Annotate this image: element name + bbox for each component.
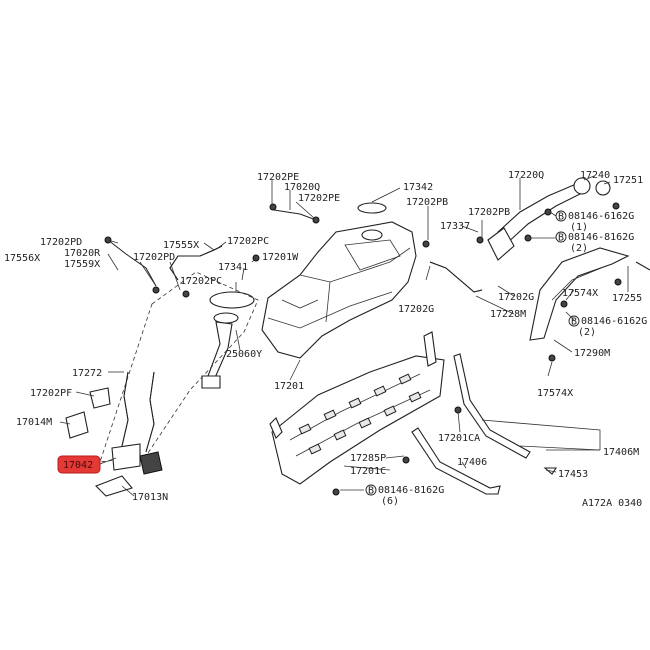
label-17202PB-a[interactable]: 17202PB bbox=[406, 197, 448, 208]
label-17574X-b[interactable]: 17574X bbox=[537, 388, 573, 399]
label-17555X[interactable]: 17555X bbox=[163, 240, 199, 251]
label-17202PB-b[interactable]: 17202PB bbox=[468, 207, 510, 218]
fuel-hoses[interactable] bbox=[107, 209, 483, 293]
label-25060Y[interactable]: 25060Y bbox=[226, 349, 262, 360]
bolt-marker: B bbox=[558, 212, 564, 223]
bolt-08146-8162G-a[interactable]: B 08146-8162G (2) bbox=[555, 231, 634, 254]
label-17202PC-a[interactable]: 17202PC bbox=[227, 236, 269, 247]
label-17406M[interactable]: 17406M bbox=[603, 447, 639, 458]
label-17202PE-b[interactable]: 17202PE bbox=[298, 193, 340, 204]
label-17042: 17042 bbox=[63, 460, 93, 471]
qty-08146-6162G-b: (2) bbox=[578, 327, 596, 338]
label-08146-6162G-b: 08146-6162G bbox=[581, 316, 647, 327]
bolt-08146-8162G-b[interactable]: B 08146-8162G (6) bbox=[365, 484, 444, 507]
label-17559X[interactable]: 17559X bbox=[64, 259, 100, 270]
label-17202G-a[interactable]: 17202G bbox=[398, 304, 434, 315]
label-17202PD-b[interactable]: 17202PD bbox=[133, 252, 175, 263]
label-17013N[interactable]: 17013N bbox=[132, 492, 168, 503]
bolt-08146-6162G-a[interactable]: B 08146-6162G (1) bbox=[555, 210, 634, 233]
bolt-marker: B bbox=[368, 486, 374, 497]
label-17201C[interactable]: 17201C bbox=[350, 466, 386, 477]
filler-tube-assembly[interactable] bbox=[487, 177, 650, 341]
label-17406[interactable]: 17406 bbox=[457, 457, 487, 468]
label-17290M[interactable]: 17290M bbox=[574, 348, 610, 359]
label-17202PD-a[interactable]: 17202PD bbox=[40, 237, 82, 248]
label-17337[interactable]: 17337 bbox=[440, 221, 470, 232]
fuel-tank[interactable] bbox=[261, 221, 417, 359]
assembly-box bbox=[99, 271, 259, 463]
label-17341[interactable]: 17341 bbox=[218, 262, 248, 273]
part-labels: 17202PE 17020Q 17202PE 17342 17202PB 172… bbox=[4, 170, 647, 509]
label-17228M[interactable]: 17228M bbox=[490, 309, 526, 320]
leader-lines bbox=[59, 175, 629, 497]
label-08146-8162G-b: 08146-8162G bbox=[378, 485, 444, 496]
label-17272[interactable]: 17272 bbox=[72, 368, 102, 379]
label-08146-8162G-a: 08146-8162G bbox=[568, 232, 634, 243]
label-17574X-a[interactable]: 17574X bbox=[562, 288, 598, 299]
pump-bracket-parts[interactable] bbox=[65, 387, 163, 497]
label-17220Q[interactable]: 17220Q bbox=[508, 170, 544, 181]
label-17556X[interactable]: 17556X bbox=[4, 253, 40, 264]
label-17453[interactable]: 17453 bbox=[558, 469, 588, 480]
tank-straps[interactable] bbox=[411, 353, 531, 495]
bolt-08146-6162G-b[interactable]: B 08146-6162G (2) bbox=[568, 315, 647, 338]
label-17202PE-a[interactable]: 17202PE bbox=[257, 172, 299, 183]
label-17255[interactable]: 17255 bbox=[612, 293, 642, 304]
filler-hoses-17272[interactable] bbox=[121, 371, 155, 453]
label-17201CA[interactable]: 17201CA bbox=[438, 433, 480, 444]
label-17014M[interactable]: 17014M bbox=[16, 417, 52, 428]
label-17202PC-b[interactable]: 17202PC bbox=[180, 276, 222, 287]
label-17202PF[interactable]: 17202PF bbox=[30, 388, 72, 399]
qty-08146-8162G-a: (2) bbox=[570, 243, 588, 254]
bolt-marker: B bbox=[558, 233, 564, 244]
label-17201W[interactable]: 17201W bbox=[262, 252, 299, 263]
fuel-pump-sender[interactable] bbox=[201, 291, 255, 389]
diagram-reference: A172A 0340 bbox=[582, 498, 642, 509]
label-17342[interactable]: 17342 bbox=[403, 182, 433, 193]
label-08146-6162G-a: 08146-6162G bbox=[568, 211, 634, 222]
highlighted-part-17042[interactable]: 17042 bbox=[57, 455, 101, 474]
label-17020R[interactable]: 17020R bbox=[64, 248, 101, 259]
label-17240[interactable]: 17240 bbox=[580, 170, 610, 181]
label-17201[interactable]: 17201 bbox=[274, 381, 304, 392]
label-17020Q[interactable]: 17020Q bbox=[284, 182, 320, 193]
tank-protector[interactable] bbox=[269, 331, 445, 485]
fasteners[interactable] bbox=[104, 202, 622, 496]
qty-08146-8162G-b: (6) bbox=[381, 496, 399, 507]
label-17251[interactable]: 17251 bbox=[613, 175, 643, 186]
qty-08146-6162G-a: (1) bbox=[570, 222, 588, 233]
bolt-marker: B bbox=[571, 317, 577, 328]
label-17202G-b[interactable]: 17202G bbox=[498, 292, 534, 303]
label-17285P[interactable]: 17285P bbox=[350, 453, 386, 464]
